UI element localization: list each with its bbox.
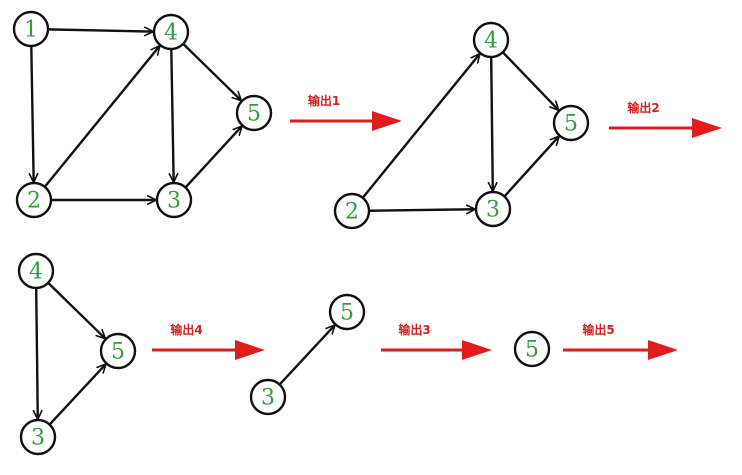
node-label: 1 <box>24 18 38 43</box>
node-2: 2 <box>333 192 371 230</box>
node-5: 5 <box>99 332 137 370</box>
node-label: 4 <box>164 21 178 46</box>
node-circle <box>552 104 590 142</box>
node-3: 3 <box>155 181 193 219</box>
step-label: 输出2 <box>627 100 659 115</box>
edge-3-to-5 <box>278 325 335 386</box>
step-label: 输出4 <box>170 322 202 337</box>
node-3: 3 <box>249 378 287 416</box>
node-label: 5 <box>525 338 539 363</box>
node-2: 2 <box>15 181 53 219</box>
node-label: 5 <box>247 102 261 127</box>
edge-4-to-3 <box>36 287 38 419</box>
node-label: 2 <box>27 189 41 214</box>
step-arrow-1: 输出1 <box>290 93 402 131</box>
graph-stage-4: 35 <box>249 293 366 416</box>
node-label: 3 <box>261 386 275 411</box>
node-circle <box>155 181 193 219</box>
step-label: 输出1 <box>308 93 340 108</box>
edge-4-to-5 <box>47 282 105 339</box>
node-circle <box>152 13 190 51</box>
node-circle <box>17 252 55 290</box>
node-label: 3 <box>486 198 500 223</box>
node-1: 1 <box>12 10 50 48</box>
node-label: 5 <box>340 301 354 326</box>
step-label: 输出3 <box>398 322 430 337</box>
node-label: 3 <box>31 426 45 451</box>
edge-1-to-4 <box>47 29 153 31</box>
node-circle <box>472 21 510 59</box>
step-arrow-2: 输出2 <box>609 100 722 138</box>
node-circle <box>99 332 137 370</box>
node-circle <box>249 378 287 416</box>
graph-stage-2: 2 3 4 5 <box>333 21 590 230</box>
node-4: 4 <box>17 252 55 290</box>
step-arrow-3: 输出4 <box>152 322 265 360</box>
step-arrow-head <box>462 340 492 360</box>
step-arrow-5: 输出5 <box>563 322 678 360</box>
edge-4-to-5 <box>501 51 559 110</box>
edge-3-to-5 <box>48 364 106 426</box>
node-label: 2 <box>345 200 359 225</box>
edge-1-to-2 <box>31 45 33 182</box>
node-5: 5 <box>552 104 590 142</box>
node-label: 4 <box>484 29 498 54</box>
edge-3-to-5 <box>503 136 558 198</box>
node-3: 3 <box>474 190 512 228</box>
node-circle <box>19 418 57 456</box>
node-label: 3 <box>167 189 181 214</box>
node-4: 4 <box>152 13 190 51</box>
node-circle <box>474 190 512 228</box>
edge-4-to-5 <box>182 43 241 101</box>
node-5: 5 <box>235 94 273 132</box>
node-circle <box>328 293 366 331</box>
node-4: 4 <box>472 21 510 59</box>
edge-2-to-4 <box>43 46 160 188</box>
graph-stage-3: 3 4 5 <box>17 252 137 456</box>
step-arrow-head <box>372 111 402 131</box>
node-circle <box>12 10 50 48</box>
node-circle <box>15 181 53 219</box>
step-arrow-head <box>235 340 265 360</box>
edge-4-to-3 <box>491 56 493 191</box>
graph-stage-5: 5 <box>513 330 551 368</box>
node-label: 4 <box>29 260 43 285</box>
node-circle <box>513 330 551 368</box>
node-3: 3 <box>19 418 57 456</box>
step-label: 输出5 <box>582 322 614 337</box>
edge-2-to-4 <box>361 54 480 199</box>
edge-3-to-5 <box>184 126 242 189</box>
node-circle <box>235 94 273 132</box>
node-5: 5 <box>328 293 366 331</box>
step-arrow-head <box>648 340 678 360</box>
graph-stage-1: 1 2 3 4 5 <box>12 10 273 219</box>
node-label: 5 <box>564 112 578 137</box>
node-circle <box>333 192 371 230</box>
step-arrow-4: 输出3 <box>381 322 492 360</box>
edge-4-to-3 <box>171 48 173 182</box>
step-arrow-head <box>692 118 722 138</box>
node-label: 5 <box>111 340 125 365</box>
node-5: 5 <box>513 330 551 368</box>
edge-2-to-3 <box>368 209 475 211</box>
